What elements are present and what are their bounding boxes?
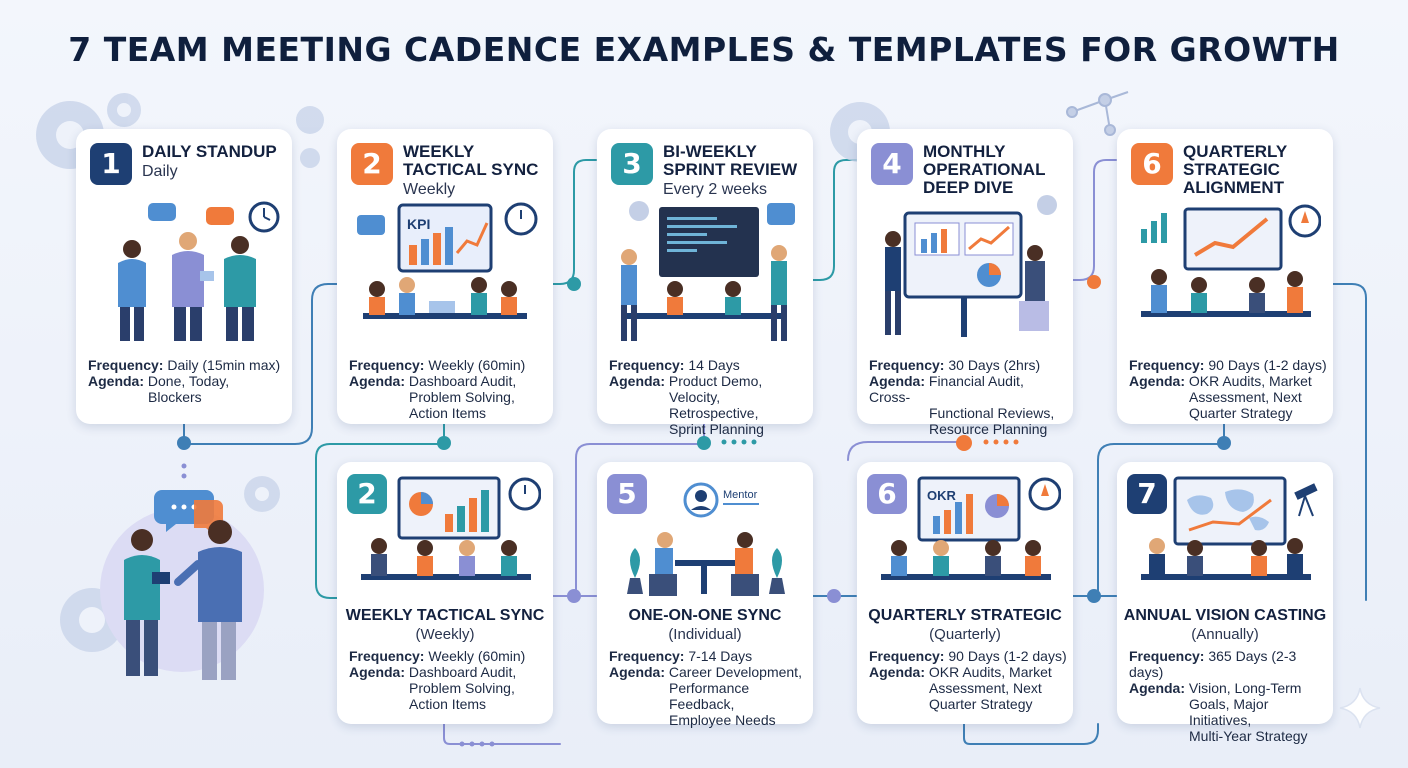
- agenda-line: Functional Reviews,: [929, 405, 1055, 421]
- agenda-line: Problem Solving,: [409, 389, 515, 405]
- okr-illustration: OKR: [881, 476, 1061, 580]
- card-subtitle: (Annually): [1191, 626, 1259, 643]
- sparkle-icon: [1339, 687, 1381, 729]
- card-monthly-operational-deep-dive[interactable]: 4 Monthly Operational Deep Dive Frequenc…: [857, 129, 1073, 437]
- step-badge: 4: [871, 143, 913, 185]
- frequency-value: Daily (15min max): [167, 357, 281, 373]
- card-daily-standup[interactable]: 1 Daily Standup Daily Frequency: Daily (…: [76, 129, 292, 424]
- card-weekly-tactical-sync[interactable]: 2 Weekly Tactical Sync Weekly KPI Freque…: [337, 129, 553, 424]
- card-title: Daily Standup: [142, 142, 277, 161]
- frequency-value: 365 Days (2-3 days): [1129, 648, 1297, 680]
- card-title: Annual Vision Casting: [1123, 607, 1327, 624]
- meeting-details: Frequency: 90 Days (1-2 days) Agenda: OK…: [869, 648, 1067, 712]
- okr-label: OKR: [927, 488, 957, 503]
- meeting-details: Frequency: 30 Days (2hrs) Agenda: Financ…: [869, 357, 1067, 437]
- kpi-label: KPI: [407, 216, 430, 232]
- step-badge: 3: [611, 143, 653, 185]
- agenda-line: Career Development,: [668, 664, 802, 680]
- agenda-line: Done, Today,: [147, 373, 230, 389]
- meeting-details: Frequency: Weekly (60min) Agenda: Dashbo…: [349, 357, 547, 421]
- step-badge: 5: [607, 474, 647, 514]
- agenda-line: Multi-Year Strategy: [1189, 728, 1308, 744]
- card-quarterly-strategic-alignment[interactable]: 6 Quarterly Strategic Alignment Frequenc…: [1117, 129, 1333, 424]
- frequency-value: Weekly (60min): [428, 648, 526, 664]
- side-conversation-illustration: [100, 490, 264, 680]
- agenda-line: Problem Solving,: [409, 680, 515, 696]
- frequency-value: 7-14 Days: [688, 648, 753, 664]
- step-badge: 7: [1127, 474, 1167, 514]
- mentor-label: Mentor: [723, 489, 758, 501]
- card-subtitle: Every 2 weeks: [663, 181, 768, 198]
- step-badge: 1: [90, 143, 132, 185]
- frequency-value: 14 Days: [688, 357, 740, 373]
- card-title: Weekly Tactical Sync: [403, 142, 539, 179]
- standup-illustration: [118, 201, 280, 341]
- card-title: Monthly Operational Deep Dive: [923, 142, 1046, 197]
- deep-dive-illustration: [885, 195, 1057, 337]
- meeting-details: Frequency: 90 Days (1-2 days) Agenda: OK…: [1129, 357, 1327, 421]
- tactical-sync-illustration: [361, 476, 541, 580]
- step-badge: 2: [347, 474, 387, 514]
- step-badge: 6: [1131, 143, 1173, 185]
- agenda-line: Action Items: [409, 405, 487, 421]
- card-one-on-one-sync[interactable]: 5 Mentor One-on-One Sync (Individual) Fr…: [597, 462, 813, 728]
- strategic-alignment-illustration: [1141, 204, 1321, 317]
- meeting-details: Frequency: 7-14 Days Agenda: Career Deve…: [609, 648, 807, 728]
- agenda-line: Sprint Planning: [669, 421, 764, 437]
- card-title: Quarterly Strategic: [868, 607, 1062, 624]
- meeting-details: Frequency: Weekly (60min) Agenda: Dashbo…: [349, 648, 547, 712]
- page-title: 7 TEAM MEETING CADENCE EXAMPLES & TEMPLA…: [68, 30, 1340, 69]
- card-title: Weekly Tactical Sync: [345, 607, 545, 624]
- vision-casting-illustration: [1141, 476, 1318, 580]
- agenda-line: Dashboard Audit,: [408, 664, 517, 680]
- card-annual-vision-casting[interactable]: 7 Annual Vision Casting (Annually) Frequ…: [1117, 462, 1333, 744]
- card-subtitle: Daily: [142, 163, 178, 180]
- agenda-line: Performance Feedback,: [669, 680, 750, 712]
- agenda-line: Product Demo,: [668, 373, 763, 389]
- card-title: One-on-One Sync: [628, 607, 782, 624]
- card-weekly-tactical-sync-bottom[interactable]: 2 Weekly Tactical Sync (Weekly) Frequenc…: [337, 462, 553, 724]
- step-badge: 2: [351, 143, 393, 185]
- meeting-details: Frequency: 14 Days Agenda: Product Demo,…: [609, 357, 807, 437]
- agenda-line: Goals, Major Initiatives,: [1189, 696, 1269, 728]
- frequency-value: 30 Days (2hrs): [948, 357, 1041, 373]
- card-quarterly-strategic[interactable]: 6 OKR Quarterly Strategic (Quarterly) Fr…: [857, 462, 1073, 724]
- agenda-line: OKR Audits, Market: [928, 664, 1052, 680]
- mentor-illustration: Mentor: [627, 482, 785, 596]
- agenda-line: Assessment, Next: [1189, 389, 1302, 405]
- agenda-line: Quarter Strategy: [1189, 405, 1293, 421]
- card-subtitle: Weekly: [403, 181, 456, 198]
- frequency-value: 90 Days (1-2 days): [1208, 357, 1327, 373]
- frequency-value: 90 Days (1-2 days): [948, 648, 1067, 664]
- kpi-meeting-illustration: KPI: [357, 202, 538, 319]
- step-badge: 6: [867, 474, 907, 514]
- agenda-line: Financial Audit, Cross-: [869, 373, 1024, 405]
- agenda-line: Blockers: [148, 389, 202, 405]
- meeting-details: Frequency: 365 Days (2-3 days) Agenda: V…: [1129, 648, 1327, 744]
- agenda-line: Employee Needs: [669, 712, 776, 728]
- sprint-review-illustration: [621, 201, 795, 341]
- frequency-value: Weekly (60min): [428, 357, 526, 373]
- agenda-line: Action Items: [409, 696, 487, 712]
- agenda-line: OKR Audits, Market: [1188, 373, 1312, 389]
- agenda-line: Vision, Long-Term: [1188, 680, 1302, 696]
- card-subtitle: (Weekly): [415, 626, 475, 643]
- agenda-line: Assessment, Next: [929, 680, 1042, 696]
- agenda-line: Velocity, Retrospective,: [669, 389, 759, 421]
- card-subtitle: (Individual): [668, 626, 742, 643]
- agenda-line: Quarter Strategy: [929, 696, 1033, 712]
- agenda-line: Dashboard Audit,: [408, 373, 517, 389]
- card-bi-weekly-sprint-review[interactable]: 3 Bi-Weekly Sprint Review Every 2 weeks …: [597, 129, 813, 437]
- card-subtitle: (Quarterly): [929, 626, 1001, 643]
- card-title: Bi-Weekly Sprint Review: [663, 142, 798, 179]
- meeting-details: Frequency: Daily (15min max) Agenda: Don…: [88, 357, 286, 405]
- card-title: Quarterly Strategic Alignment: [1183, 142, 1287, 197]
- agenda-line: Resource Planning: [929, 421, 1048, 437]
